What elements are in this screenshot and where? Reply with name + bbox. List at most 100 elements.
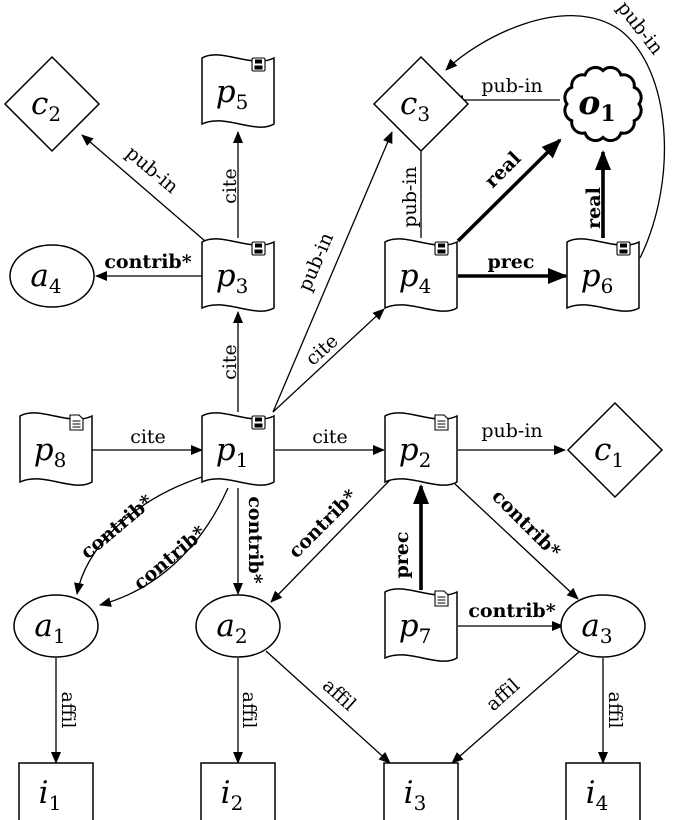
edge-label-p4-c3: pub-in <box>399 166 421 227</box>
node-label-p4: p4 <box>399 258 432 298</box>
ellipse-shape <box>560 594 646 658</box>
node-letter: p <box>581 258 601 294</box>
node-label-p8: p8 <box>34 432 67 472</box>
node-subscript: 2 <box>235 624 248 648</box>
node-letter: i <box>586 775 596 811</box>
edge-p1-a1-inner <box>99 487 229 607</box>
diamond-shape <box>372 55 470 153</box>
node-label-p3: p3 <box>216 258 249 298</box>
node-i3: i3 <box>383 762 459 820</box>
node-c1: c1 <box>566 401 664 499</box>
node-letter: i <box>404 775 414 811</box>
floppy-disk-icon <box>434 241 449 256</box>
edge-p1-c3 <box>272 131 393 413</box>
node-p7: p7 <box>384 588 458 662</box>
node-subscript: 2 <box>48 102 61 126</box>
edge-label-a3-i3: affil <box>482 674 524 715</box>
floppy-disk-icon <box>616 241 631 256</box>
edge-label-p1-p2: cite <box>312 426 348 448</box>
edge-label-p1-a2: contrib* <box>244 496 266 583</box>
node-subscript: 1 <box>611 448 624 472</box>
edge-label-p7-p2: prec <box>391 532 413 579</box>
node-letter: a <box>216 608 234 644</box>
node-label-c3: c3 <box>400 86 430 126</box>
document-shape <box>384 412 458 486</box>
edge-label-p2-a2: contrib* <box>284 485 361 562</box>
edge-p2-a3 <box>454 483 579 600</box>
node-letter: p <box>399 258 419 294</box>
node-letter: p <box>34 432 54 468</box>
node-subscript: 4 <box>419 274 432 298</box>
rectangle-shape <box>200 762 276 820</box>
document-shape <box>19 412 93 486</box>
edge-p3-c2 <box>81 134 206 242</box>
node-a2: a2 <box>195 594 281 658</box>
edge-label-p1-p3: cite <box>219 344 241 380</box>
floppy-disk-icon <box>251 241 266 256</box>
node-label-c2: c2 <box>31 86 61 126</box>
node-a4: a4 <box>9 244 95 308</box>
node-o1: o1 <box>563 65 643 143</box>
ellipse-shape <box>195 594 281 658</box>
node-p3: p3 <box>201 238 275 312</box>
node-label-i3: i3 <box>404 775 427 815</box>
node-subscript: 3 <box>417 102 430 126</box>
diamond-shape <box>566 401 664 499</box>
node-label-a3: a3 <box>581 608 612 648</box>
node-subscript: 2 <box>419 448 432 472</box>
node-subscript: 8 <box>54 448 67 472</box>
rectangle-shape <box>18 762 94 820</box>
node-label-i4: i4 <box>586 775 609 815</box>
cloud-shape <box>563 65 643 143</box>
node-label-a2: a2 <box>216 608 247 648</box>
node-subscript: 1 <box>600 101 615 127</box>
node-label-i2: i2 <box>221 775 244 815</box>
node-subscript: 6 <box>601 274 614 298</box>
node-letter: a <box>30 258 48 294</box>
node-subscript: 1 <box>53 624 66 648</box>
node-c2: c2 <box>3 55 101 153</box>
node-a1: a1 <box>13 594 99 658</box>
diamond-shape <box>3 55 101 153</box>
edge-p6-c3 <box>445 15 666 259</box>
node-p6: p6 <box>566 238 640 312</box>
node-p4: p4 <box>384 238 458 312</box>
node-label-a4: a4 <box>30 258 61 298</box>
node-subscript: 4 <box>49 274 62 298</box>
edge-label-p6-c3: pub-in <box>612 0 667 59</box>
node-letter: a <box>581 608 599 644</box>
node-label-c1: c1 <box>594 432 624 472</box>
edge-label-o1-c3: pub-in <box>481 75 542 97</box>
node-subscript: 4 <box>596 791 609 815</box>
edge-p4-o1 <box>456 138 562 243</box>
node-letter: a <box>34 608 52 644</box>
edge-label-a2-i2: affil <box>238 692 260 729</box>
edge-label-p4-o1: real <box>480 147 525 192</box>
edge-label-p4-p6: prec <box>488 251 535 273</box>
text-document-icon <box>434 414 449 431</box>
rectangle-shape <box>565 762 641 820</box>
node-subscript: 3 <box>236 274 249 298</box>
edge-label-p1-a1-outer: contrib* <box>76 490 157 563</box>
edge-label-p1-p4: cite <box>301 330 342 370</box>
rectangle-shape <box>383 762 459 820</box>
node-letter: p <box>399 608 419 644</box>
edge-p2-a2 <box>270 479 391 603</box>
edge-label-p8-p1: cite <box>130 426 166 448</box>
edge-label-p6-o1: real <box>583 187 605 229</box>
edge-label-p3-a4: contrib* <box>104 251 191 273</box>
document-shape <box>201 54 275 128</box>
edge-label-p7-a3: contrib* <box>468 600 555 622</box>
node-letter: p <box>216 258 236 294</box>
node-p8: p8 <box>19 412 93 486</box>
node-label-p1: p1 <box>216 432 249 472</box>
floppy-disk-icon <box>251 415 266 430</box>
document-shape <box>566 238 640 312</box>
node-i1: i1 <box>18 762 94 820</box>
node-label-p7: p7 <box>399 608 432 648</box>
text-document-icon <box>434 590 449 607</box>
node-p1: p1 <box>201 412 275 486</box>
node-subscript: 5 <box>236 90 249 114</box>
edge-label-p1-a1-inner: contrib* <box>129 521 210 594</box>
